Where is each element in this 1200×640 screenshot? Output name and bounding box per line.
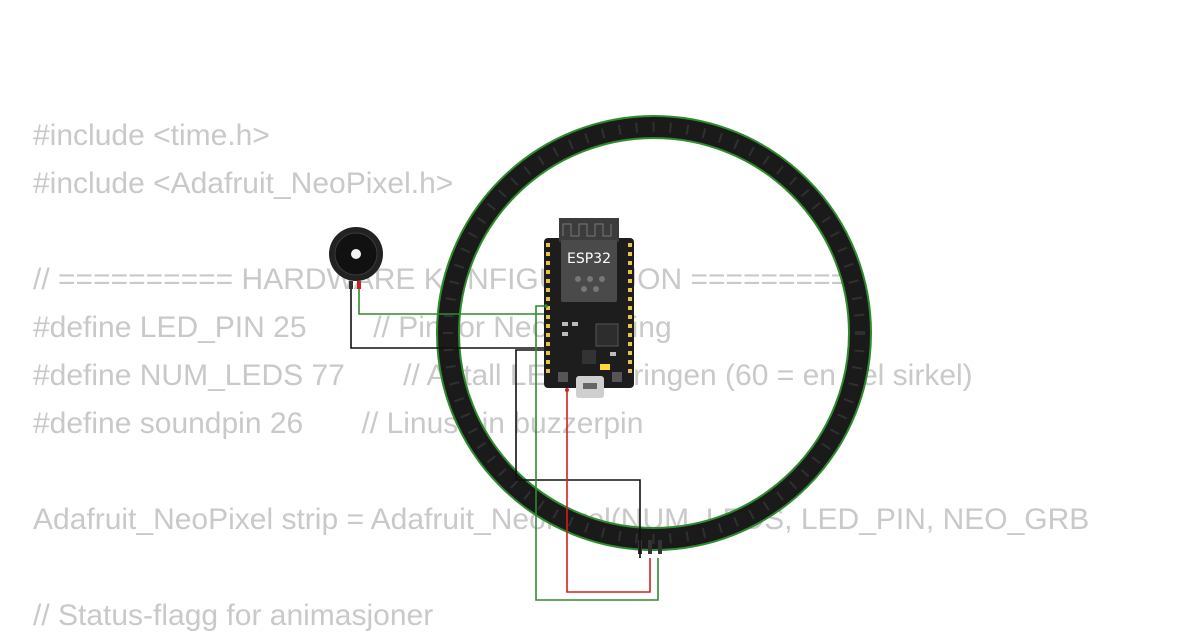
code-line: #define soundpin 26 // Linus sin buzzerp… — [33, 407, 644, 440]
wires[interactable] — [350, 287, 659, 601]
code-background: #include <time.h> #include <Adafruit_NeoP… — [33, 112, 1089, 640]
header-pins-right — [628, 243, 632, 373]
code-line: #include <Adafruit_NeoPixel.h> — [33, 167, 454, 200]
esp32-board-icon[interactable]: ESP32 — [544, 218, 634, 398]
esp32-chip-label: ESP32 — [567, 251, 611, 267]
wire-connection-dots — [544, 304, 569, 392]
code-line: #define NUM_LEDS 77 // Antall LEDs på ri… — [33, 359, 973, 392]
buzzer-icon[interactable] — [329, 227, 383, 289]
header-pins-left — [546, 243, 550, 373]
neopixel-ring-icon[interactable] — [436, 115, 872, 551]
ring-connector-pins — [638, 540, 662, 554]
code-line: // Status-flagg for animasjoner — [33, 599, 434, 632]
code-line: #include <time.h> — [33, 119, 270, 152]
